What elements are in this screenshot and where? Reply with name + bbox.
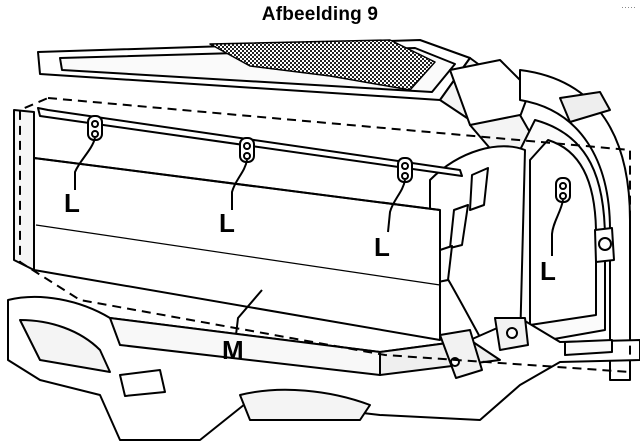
callout-L-3: L xyxy=(374,232,390,262)
clip-3 xyxy=(397,157,413,183)
bottom-chassis xyxy=(7,227,640,441)
top-hood xyxy=(37,39,501,121)
clip-4 xyxy=(555,177,571,203)
leader-lines xyxy=(74,137,564,336)
figure-title: Afbeelding 9 xyxy=(261,4,379,25)
callout-L-4: L xyxy=(540,256,556,286)
right-frame xyxy=(449,59,631,381)
callout-M: M xyxy=(222,335,244,365)
dashed-boundary xyxy=(19,96,631,374)
side-arm xyxy=(429,145,526,356)
callout-L-2: L xyxy=(219,208,235,238)
clip-1 xyxy=(87,115,103,141)
callout-L-1: L xyxy=(64,188,80,218)
figure-reference: ····· xyxy=(621,2,636,12)
clip-2 xyxy=(239,137,255,163)
